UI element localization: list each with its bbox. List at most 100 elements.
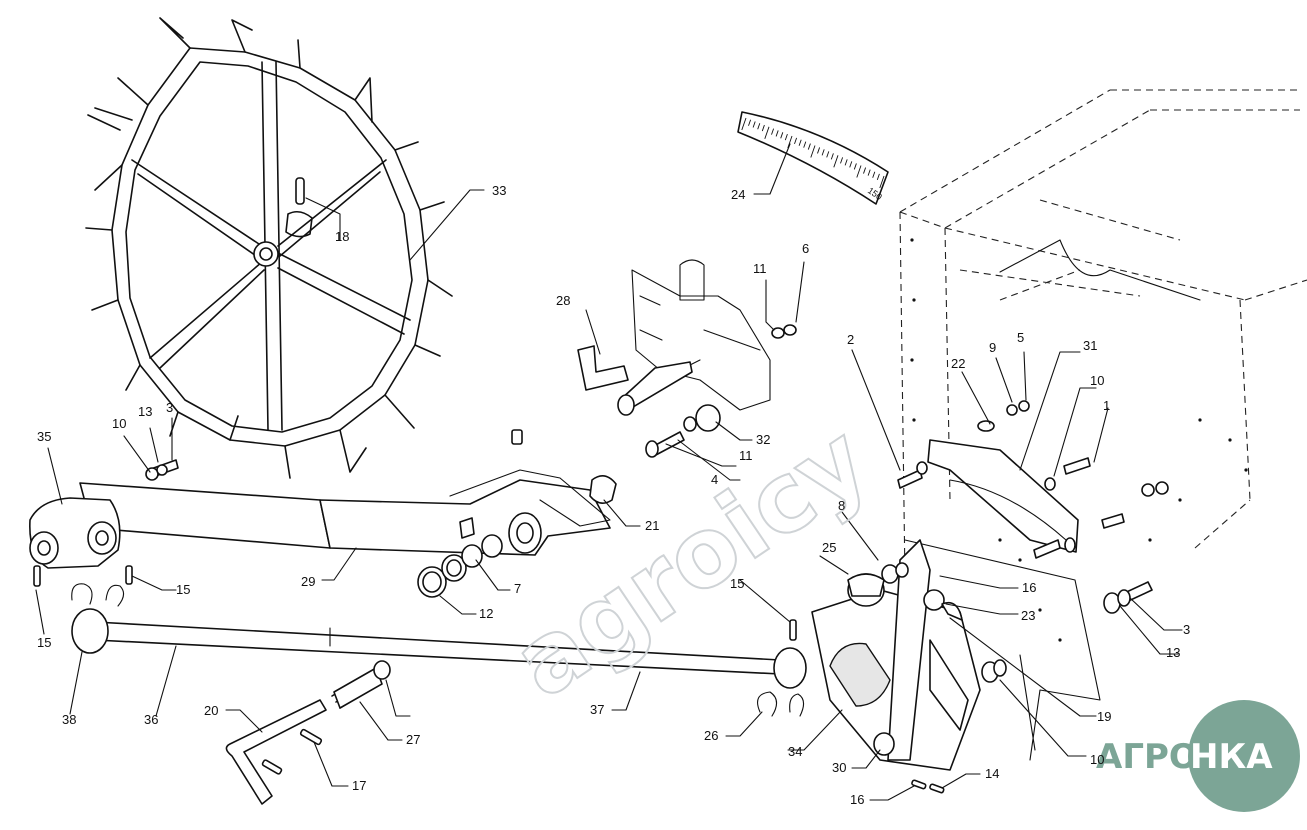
callout-12: 12	[479, 606, 493, 621]
scale-tick	[764, 126, 770, 139]
rivet-dot	[912, 298, 916, 302]
mounting-bracket	[617, 259, 771, 416]
callout-2: 2	[847, 332, 854, 347]
arm-assembly	[29, 429, 617, 598]
scale-tick	[833, 155, 839, 168]
scale-tick	[775, 130, 779, 137]
callout-31: 31	[1083, 338, 1097, 353]
scale-tick	[741, 117, 747, 131]
callout-13: 13	[138, 404, 152, 419]
callout-16: 16	[850, 792, 864, 807]
angle-bracket	[577, 345, 629, 391]
callout-3: 3	[166, 400, 173, 415]
scale-tick	[867, 169, 871, 176]
callout-10: 10	[1090, 373, 1104, 388]
callout-11: 11	[739, 448, 753, 463]
callout-25: 25	[822, 540, 836, 555]
rivet-dot	[1038, 608, 1042, 612]
rivet-dot	[912, 418, 916, 422]
callout-14: 14	[985, 766, 999, 781]
rivet-dot	[1178, 498, 1182, 502]
scale-tick	[752, 121, 756, 128]
rivet-dot	[1058, 638, 1062, 642]
leader-lines	[35, 143, 1183, 801]
angle-scale: 150	[737, 111, 889, 205]
scale-tick	[771, 128, 775, 135]
callout-21: 21	[645, 518, 659, 533]
scale-tick	[844, 159, 848, 166]
callout-10: 10	[112, 416, 126, 431]
callout-6: 6	[802, 241, 809, 256]
callout-9: 9	[989, 340, 996, 355]
callout-8: 8	[838, 498, 845, 513]
scale-tick	[810, 145, 816, 158]
machine-housing	[899, 89, 1307, 761]
rivet-dot	[910, 358, 914, 362]
drive-shaft	[33, 565, 807, 717]
rivet-dot	[1018, 558, 1022, 562]
callout-33: 33	[492, 183, 506, 198]
brand-logo: АГРО НКА	[1096, 700, 1300, 812]
callout-29: 29	[301, 574, 315, 589]
callout-17: 17	[352, 778, 366, 793]
hardware-small-parts	[145, 324, 1169, 683]
callout-3: 3	[1183, 622, 1190, 637]
callout-labels: 33 18 24 11 6 28 2 22 9 5 31 10 1 35 10 …	[37, 183, 1190, 807]
scale-tick	[803, 141, 807, 148]
callout-4: 4	[711, 472, 718, 487]
callout-15: 15	[730, 576, 744, 591]
scale-tick	[798, 139, 802, 146]
logo-text-circle: НКА	[1190, 737, 1273, 777]
callout-11: 11	[753, 261, 767, 276]
rivet-dot	[1228, 438, 1232, 442]
callout-5: 5	[1017, 330, 1024, 345]
callout-36: 36	[144, 712, 158, 727]
rivet-dot	[1148, 538, 1152, 542]
callout-24: 24	[731, 187, 745, 202]
callout-13: 13	[1166, 645, 1180, 660]
callout-19: 19	[1097, 709, 1111, 724]
scale-tick	[821, 149, 825, 156]
spring-and-handle	[225, 660, 391, 805]
scale-tick	[849, 161, 853, 168]
callout-16: 16	[1022, 580, 1036, 595]
scale-tick	[761, 124, 765, 132]
rivet-dot	[910, 238, 914, 242]
callout-27: 27	[406, 732, 420, 747]
logo-text-left: АГРО	[1096, 737, 1198, 777]
scale-tick	[784, 133, 788, 141]
callout-22: 22	[951, 356, 965, 371]
scale-tick	[830, 153, 834, 160]
scale-tick	[748, 119, 752, 126]
callout-10: 10	[1090, 752, 1104, 767]
callout-23: 23	[1021, 608, 1035, 623]
callout-30: 30	[832, 760, 846, 775]
callout-1: 1	[1103, 398, 1110, 413]
callout-37: 37	[590, 702, 604, 717]
callout-32: 32	[756, 432, 770, 447]
scale-tick	[876, 173, 880, 181]
rivet-dot	[1244, 468, 1248, 472]
spiked-wheel	[85, 17, 453, 479]
scale-tick	[879, 175, 885, 189]
scale-tick	[872, 171, 876, 178]
scale-tick	[853, 163, 857, 170]
scale-tick	[826, 151, 830, 158]
callout-38: 38	[62, 712, 76, 727]
sector-plate	[927, 439, 1079, 553]
scale-tick	[780, 132, 784, 139]
callout-34: 34	[788, 744, 802, 759]
callout-18: 18	[335, 229, 349, 244]
callout-20: 20	[204, 703, 218, 718]
callout-35: 35	[37, 429, 51, 444]
scale-tick	[863, 167, 867, 174]
callout-15: 15	[37, 635, 51, 650]
scale-tick	[840, 157, 844, 164]
callout-26: 26	[704, 728, 718, 743]
callout-15: 15	[176, 582, 190, 597]
callout-7: 7	[514, 581, 521, 596]
scale-tick	[787, 135, 793, 149]
rivet-dot	[998, 538, 1002, 542]
gearbox-assembly	[789, 539, 981, 794]
